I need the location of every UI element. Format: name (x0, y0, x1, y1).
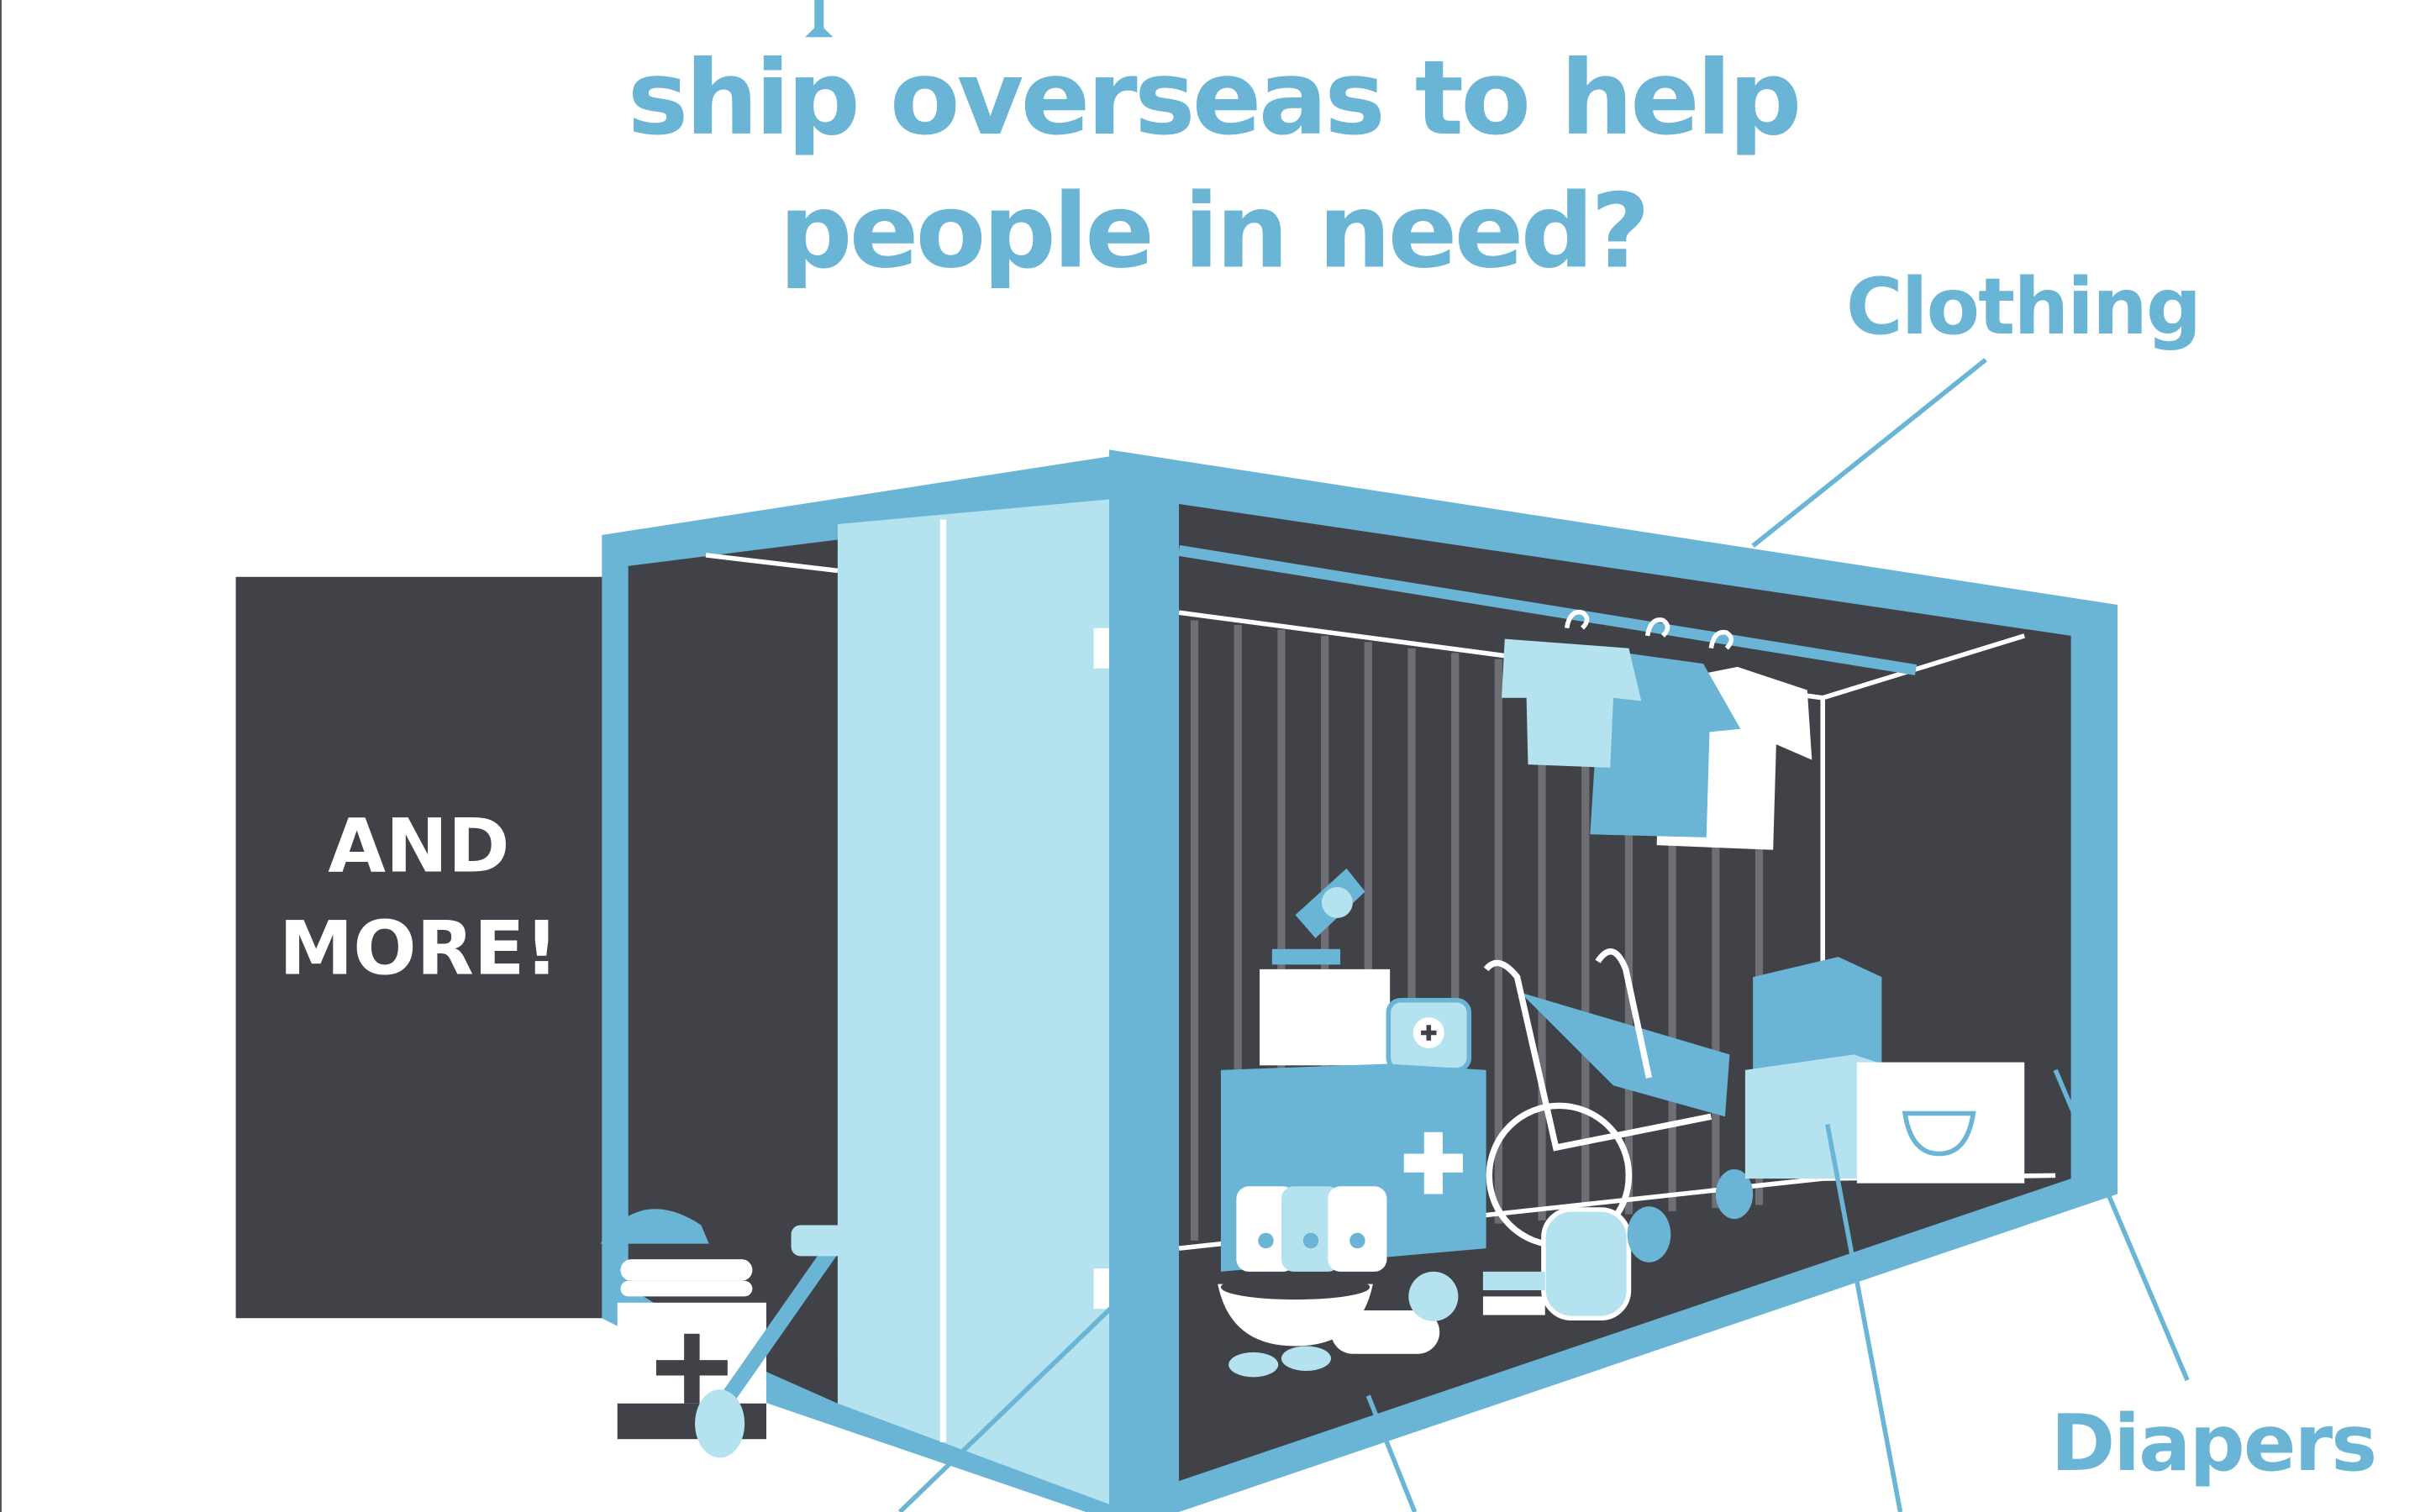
open-door-panel (235, 576, 605, 1319)
construction-supplies-icon (600, 1209, 847, 1458)
books-icon (1482, 1271, 1545, 1315)
title-line3: people in need? (779, 172, 1647, 291)
label-diapers: Diapers (2051, 1398, 2376, 1488)
title-line2: ship overseas to help (628, 39, 1799, 158)
container-left-interior (628, 539, 838, 1404)
and-more-line2: MORE! (279, 905, 559, 991)
clothing-icon (1502, 609, 1812, 850)
leader-lines (897, 358, 2190, 1512)
label-clothing: Clothing (1846, 261, 2200, 352)
wheelchair-icon (1483, 948, 1754, 1249)
and-more-line1: AND (328, 803, 509, 890)
container-door-panel (837, 499, 1109, 1504)
water-bottles-icon (1236, 1186, 1387, 1272)
backpack-icon (1541, 1206, 1671, 1321)
food-bowl-icon (1218, 1271, 1459, 1378)
title-line1-fragment (805, 0, 834, 38)
page-border (0, 0, 2, 1512)
clothes-rod (1178, 545, 1918, 675)
diaper-box-icon (1856, 1062, 2025, 1184)
medical-bag-icon (1386, 998, 1472, 1073)
microscope-icon (1260, 868, 1391, 1066)
